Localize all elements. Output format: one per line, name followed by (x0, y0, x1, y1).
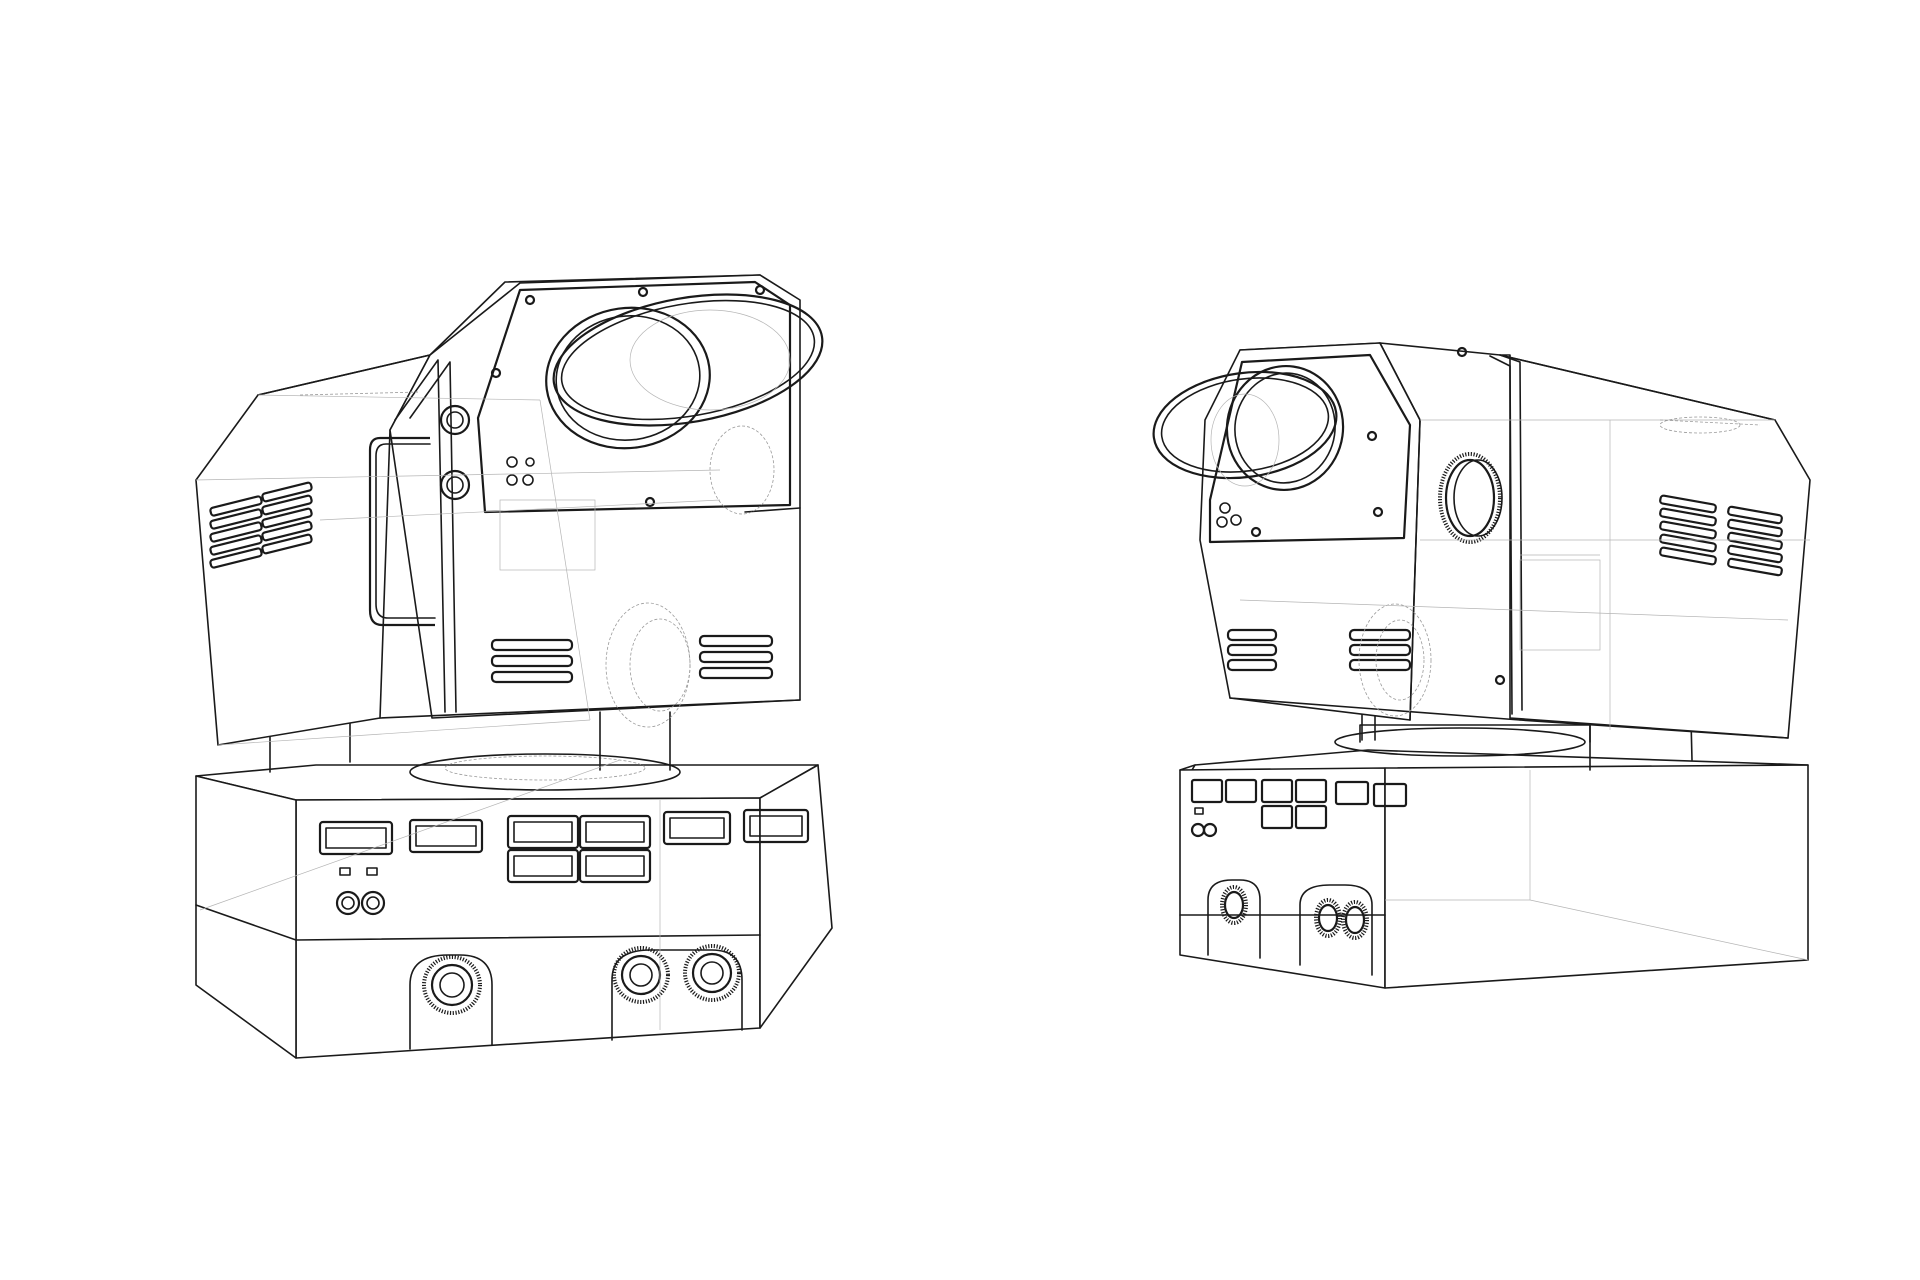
right-vents-front (1226, 628, 1412, 672)
right-buttons (1190, 807, 1218, 838)
right-bolts (1250, 346, 1506, 686)
right-vents-side (1659, 494, 1783, 577)
left-vents-back (209, 481, 313, 569)
right-side-port (1438, 452, 1503, 544)
moving-head-light-left (195, 274, 833, 1059)
right-connectors (1216, 502, 1242, 528)
right-displays (1190, 778, 1408, 830)
left-connectors (439, 404, 535, 501)
left-internal-lines (195, 391, 721, 1030)
left-knobs (422, 944, 741, 1015)
right-head (1152, 342, 1811, 739)
left-vents-front (490, 634, 774, 684)
left-head (195, 274, 824, 1030)
left-buttons (335, 867, 386, 916)
left-base (195, 764, 833, 1059)
right-knobs (1220, 885, 1369, 940)
right-internal-lines (1239, 416, 1810, 730)
left-bolts (490, 284, 766, 508)
left-displays (318, 808, 810, 884)
right-lens (1152, 364, 1345, 492)
left-lens (545, 293, 824, 515)
moving-head-light-right (1152, 342, 1811, 989)
right-base (1179, 749, 1809, 989)
